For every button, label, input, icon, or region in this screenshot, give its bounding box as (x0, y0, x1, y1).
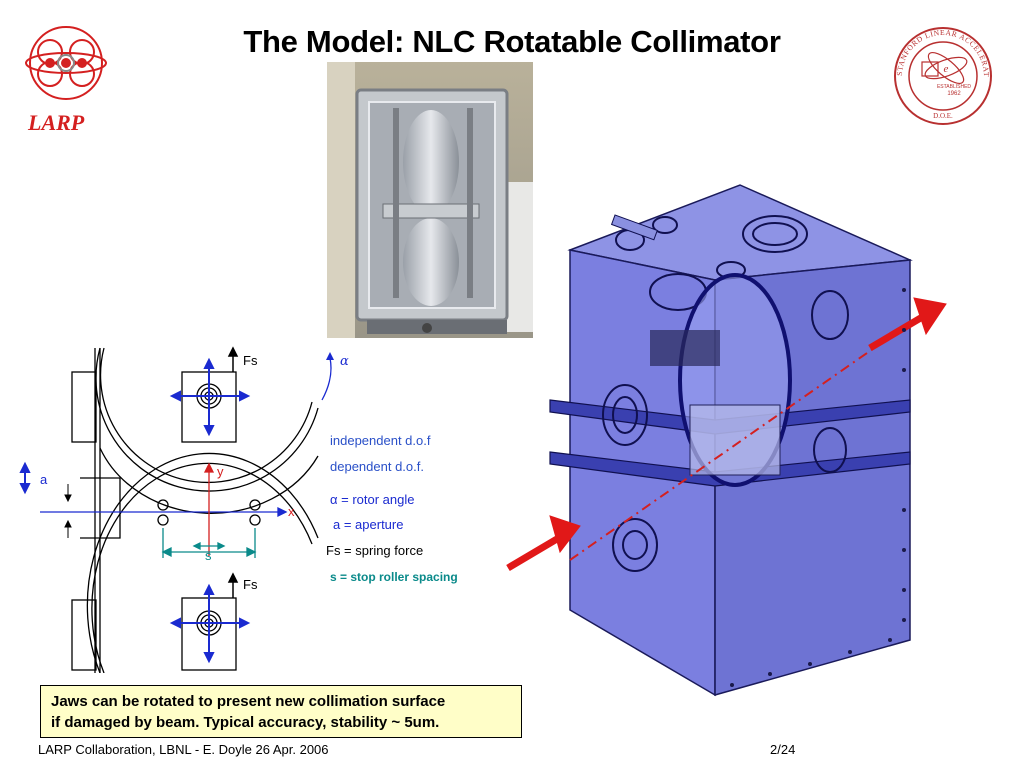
note-line-2: if damaged by beam. Typical accuracy, st… (51, 714, 440, 731)
legend-spring-force: Fs = spring force (326, 543, 424, 558)
alpha-label: α (340, 354, 349, 369)
legend-dependent: dependent d.o.f. (330, 459, 424, 474)
legend-independent: independent d.o.f (330, 433, 431, 448)
larp-logo (25, 26, 107, 100)
page-number: 2/24 (770, 742, 796, 757)
larp-logo-text: LARP (28, 110, 85, 135)
note-box: Jaws can be rotated to present new colli… (40, 685, 522, 738)
fs-top-label: Fs (243, 353, 258, 368)
slide-title: The Model: NLC Rotatable Collimator (243, 24, 781, 59)
rotor-diagram: Fs Fs α y x a s (19, 346, 349, 673)
s-label: s (205, 548, 212, 563)
cad-rendering (506, 184, 947, 697)
legend-alpha: α = rotor angle (330, 492, 415, 507)
legend-stop-roller: s = stop roller spacing (330, 570, 458, 584)
footer-credit: LARP Collaboration, LBNL - E. Doyle 26 A… (38, 742, 329, 757)
seal-center-symbol: e (944, 63, 949, 75)
slac-seal: STANFORD LINEAR ACCELERATOR CENTER e EST… (884, 26, 992, 125)
note-line-1: Jaws can be rotated to present new colli… (51, 693, 446, 710)
legend-aperture: a = aperture (333, 517, 404, 532)
a-label: a (40, 472, 48, 487)
seal-agency: D.O.E. (933, 112, 953, 120)
seal-established: ESTABLISHED (937, 84, 971, 90)
y-axis-label: y (217, 464, 224, 479)
fs-bottom-label: Fs (243, 577, 258, 592)
collimator-photo (327, 62, 533, 338)
x-axis-label: x (288, 504, 295, 519)
seal-year: 1962 (947, 91, 961, 97)
